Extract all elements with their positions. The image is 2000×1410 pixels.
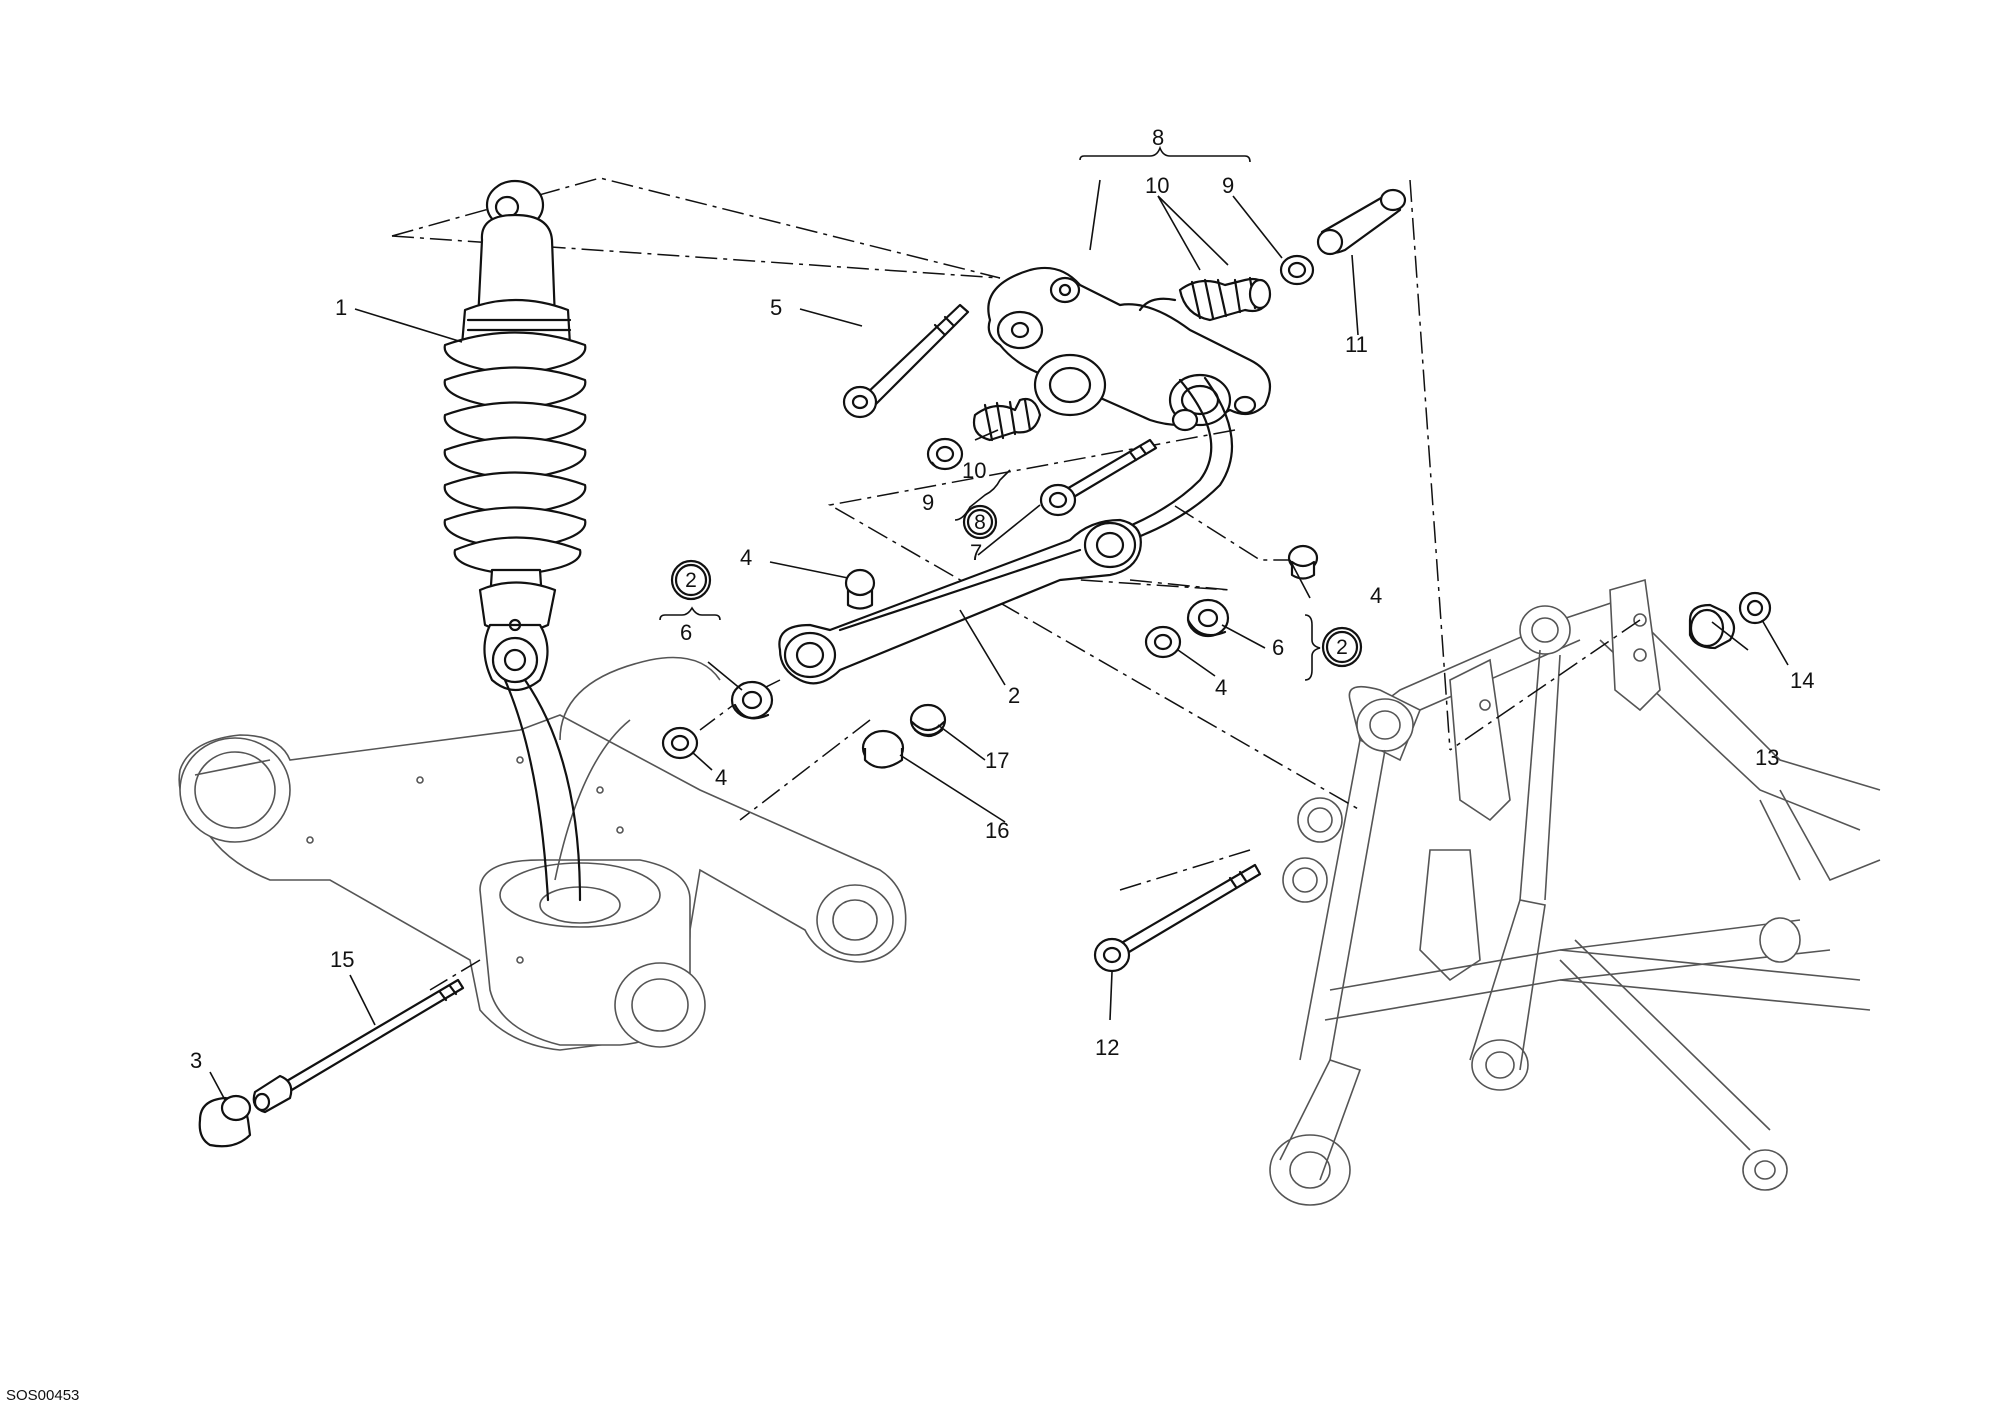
svg-text:2: 2 bbox=[1336, 636, 1348, 659]
callout-10-low: 10 bbox=[962, 458, 986, 483]
swingarm-illustration bbox=[178, 656, 907, 1051]
callout-9-top: 9 bbox=[1222, 173, 1234, 198]
callout-6-left: 6 bbox=[680, 620, 692, 645]
callout-4-a: 4 bbox=[740, 545, 752, 570]
bushing-6-right bbox=[1186, 598, 1230, 638]
svg-text:8: 8 bbox=[974, 511, 986, 534]
bearing-10-upper bbox=[1178, 276, 1272, 322]
callout-7: 7 bbox=[970, 540, 982, 565]
shock-spring bbox=[443, 331, 587, 577]
washer-9-upper bbox=[1279, 254, 1315, 286]
bushing-6-left bbox=[730, 680, 774, 720]
spacer-11 bbox=[1316, 188, 1407, 256]
callout-4-d: 4 bbox=[715, 765, 727, 790]
bushing-4c bbox=[1144, 625, 1182, 659]
callout-labels: 1 5 8 10 9 11 10 9 7 4 4 6 4 6 4 2 17 16… bbox=[190, 125, 1814, 1073]
callout-14: 14 bbox=[1790, 668, 1814, 693]
callout-15: 15 bbox=[330, 947, 354, 972]
bushing-4b bbox=[1287, 544, 1319, 580]
kit-reference-right: 2 bbox=[1321, 626, 1363, 668]
kit-reference-left: 2 bbox=[670, 559, 712, 601]
rocker-arm bbox=[987, 266, 1272, 542]
callout-11: 11 bbox=[1345, 332, 1368, 357]
bushing-4d bbox=[661, 726, 699, 760]
bushing-17 bbox=[909, 703, 947, 738]
bolt-15 bbox=[278, 978, 465, 1096]
leader-lines bbox=[209, 145, 1789, 1101]
kit-reference-lower-rocker: 8 bbox=[962, 504, 998, 540]
callout-10-top: 10 bbox=[1145, 173, 1169, 198]
diagram-code: SOS00453 bbox=[6, 1387, 79, 1404]
spacer-15 bbox=[252, 1074, 293, 1114]
callout-3: 3 bbox=[190, 1048, 202, 1073]
callout-1: 1 bbox=[335, 295, 347, 320]
cap-3 bbox=[198, 1094, 252, 1148]
callout-6-right: 6 bbox=[1272, 635, 1284, 660]
callout-2: 2 bbox=[1008, 683, 1020, 708]
bolt-5 bbox=[842, 303, 970, 419]
nut-14 bbox=[1738, 591, 1772, 625]
callout-4-b: 4 bbox=[1370, 583, 1382, 608]
shock-absorber bbox=[443, 179, 587, 902]
bearing-10-lower bbox=[972, 397, 1042, 442]
callout-16: 16 bbox=[985, 818, 1009, 843]
callout-9-low: 9 bbox=[922, 490, 934, 515]
assembly-center-lines bbox=[391, 177, 1641, 991]
bolt-12 bbox=[1093, 863, 1262, 973]
bolt-7 bbox=[1039, 438, 1158, 517]
svg-text:2: 2 bbox=[685, 569, 697, 592]
callout-13: 13 bbox=[1755, 745, 1779, 770]
bushing-13 bbox=[1688, 603, 1736, 650]
washer-9-lower bbox=[926, 437, 964, 471]
callout-12: 12 bbox=[1095, 1035, 1119, 1060]
callout-5: 5 bbox=[770, 295, 782, 320]
frame-illustration bbox=[1269, 578, 1881, 1206]
connecting-rod bbox=[778, 518, 1142, 685]
callout-8-top: 8 bbox=[1152, 125, 1164, 150]
bushing-16 bbox=[861, 729, 905, 769]
callout-4-c: 4 bbox=[1215, 675, 1227, 700]
bushing-4a bbox=[844, 568, 876, 610]
callout-17: 17 bbox=[985, 748, 1009, 773]
